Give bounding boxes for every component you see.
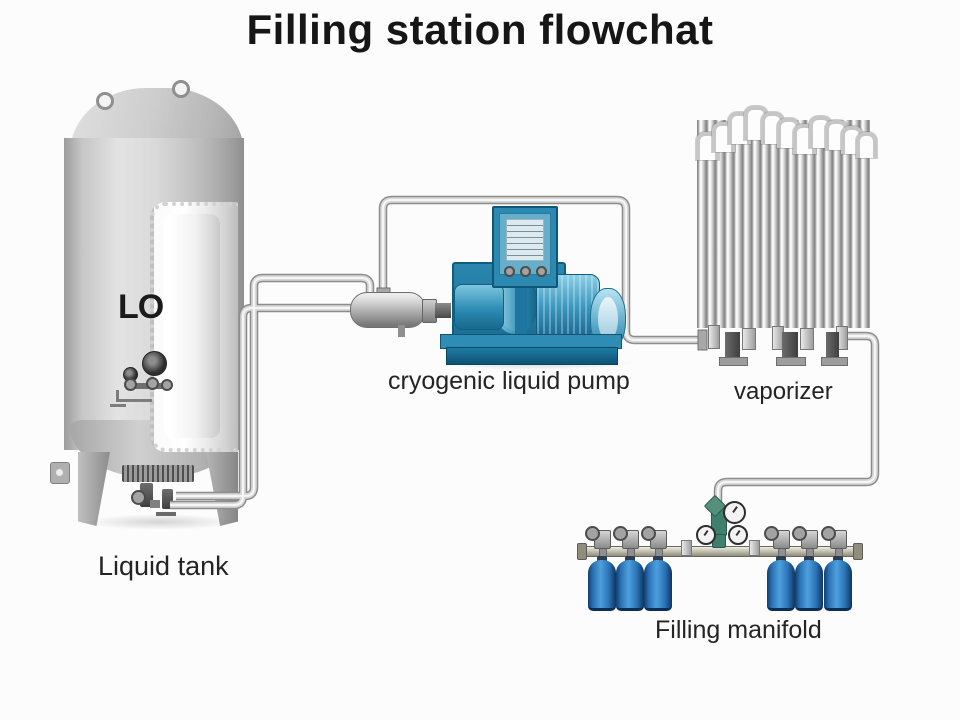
vaporizer-foot: [719, 357, 748, 366]
panel-support: [515, 278, 527, 340]
tank-level-gauge-icon: [142, 351, 167, 376]
valve-handwheel-icon: [146, 377, 159, 390]
vaporizer-header-fitting: [708, 325, 720, 349]
valve-handwheel-icon: [161, 379, 173, 391]
valve-handwheel-icon: [792, 526, 807, 541]
vaporizer-leg: [826, 332, 839, 359]
gas-cylinder-unit: [585, 524, 616, 611]
manifold-tee-fitting: [749, 540, 760, 556]
tank-shadow: [85, 514, 235, 530]
cylinder-neck: [653, 556, 663, 562]
tank-sample-pipe: [116, 390, 119, 402]
pressure-gauge-icon: [723, 501, 746, 524]
vaporizer-foot: [776, 357, 806, 366]
cylinder-body: [588, 560, 616, 611]
tank-inner-vessel: [164, 214, 220, 438]
separator-drain: [398, 325, 405, 337]
valve-handwheel-icon: [613, 526, 628, 541]
vaporizer-header-fitting: [742, 328, 756, 350]
vaporizer-inlet-flange: [697, 329, 708, 351]
cylinder-neck: [833, 556, 843, 562]
tank-marking: LO: [118, 288, 164, 326]
valve-handwheel-icon: [124, 378, 137, 391]
pressure-gauge-icon: [728, 525, 748, 545]
panel-display: [506, 219, 544, 261]
manifold-label: Filling manifold: [655, 616, 822, 644]
vaporizer-ubend-icon: [856, 132, 877, 158]
gas-cylinder-unit: [792, 524, 823, 611]
manifold-tee-fitting: [681, 540, 692, 556]
pressure-gauge-icon: [696, 525, 716, 545]
valve-handwheel-icon: [131, 490, 146, 505]
lifting-lug-icon: [172, 80, 190, 98]
vaporizer-tube-bank: [697, 120, 870, 328]
pump-shaft: [435, 303, 451, 318]
cylinder-neck: [804, 556, 814, 562]
lifting-lug-icon: [96, 92, 114, 110]
tank-fin-vaporizer: [122, 465, 194, 482]
gas-cylinder-unit: [821, 524, 852, 611]
valve-handwheel-icon: [821, 526, 836, 541]
cylinder-neck: [776, 556, 786, 562]
vaporizer-leg: [782, 332, 798, 359]
separator-vessel: [350, 292, 426, 328]
valve-handwheel-icon: [764, 526, 779, 541]
cylinder-body: [616, 560, 644, 611]
tank-cutaway-window: [150, 202, 238, 452]
bottom-valve: [162, 489, 173, 509]
lug-hole: [56, 469, 63, 476]
gas-cylinder-unit: [613, 524, 644, 611]
bottom-valve-stub: [150, 500, 160, 508]
tank-label: Liquid tank: [98, 551, 229, 581]
valve-handwheel-icon: [585, 526, 600, 541]
manifold-end-cap: [577, 543, 587, 560]
panel-knob-icon: [504, 266, 515, 277]
cylinder-neck: [597, 556, 607, 562]
bottom-valve-cross: [156, 512, 176, 516]
valve-handwheel-icon: [641, 526, 656, 541]
tank-sample-pipe: [110, 404, 126, 407]
cylinder-body: [824, 560, 852, 611]
vaporizer-label: vaporizer: [734, 378, 833, 405]
pump-cold-end: [454, 284, 504, 330]
vaporizer-header-fitting: [800, 328, 814, 350]
tank-side-lug: [50, 462, 70, 484]
vaporizer-leg: [725, 332, 740, 359]
pump-skid: [446, 347, 618, 365]
vaporizer-foot: [821, 357, 848, 366]
pump-label: cryogenic liquid pump: [388, 367, 630, 395]
diagram-title: Filling station flowchat: [246, 6, 714, 53]
cylinder-neck: [625, 556, 635, 562]
panel-knob-icon: [536, 266, 547, 277]
cylinder-body: [644, 560, 672, 611]
manifold-end-cap: [853, 543, 863, 560]
cylinder-body: [767, 560, 795, 611]
gas-cylinder-unit: [764, 524, 795, 611]
motor-face: [598, 297, 618, 341]
gas-cylinder-unit: [641, 524, 672, 611]
cylinder-body: [795, 560, 823, 611]
pump-control-panel: [492, 206, 558, 288]
tank-sample-pipe: [116, 399, 152, 402]
panel-knob-icon: [520, 266, 531, 277]
